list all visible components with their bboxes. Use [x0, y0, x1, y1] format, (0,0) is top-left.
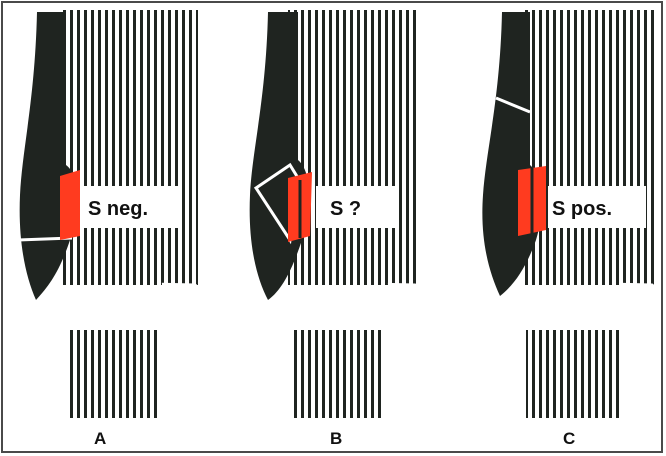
talus-hatched-b [288, 238, 388, 285]
syndesmosis-label-c: S pos. [552, 198, 612, 220]
syndesmosis-label-b: S ? [330, 198, 361, 220]
lower-hatched-c [526, 330, 622, 418]
panel-letter-b: B [330, 429, 342, 448]
syndesmosis-a [60, 170, 80, 240]
talus-outline-c [505, 282, 657, 330]
lower-hatched-b [292, 330, 385, 418]
talus-hatched-c [522, 238, 622, 285]
talus-hatched-a [60, 238, 162, 285]
lower-hatched-a [66, 330, 160, 418]
talus-outline-a [47, 282, 199, 330]
panel-letter-c: C [563, 429, 575, 448]
panel-letter-a: A [94, 429, 106, 448]
syndesmosis-label-a: S neg. [88, 198, 148, 220]
talus-outline-b [275, 282, 420, 330]
